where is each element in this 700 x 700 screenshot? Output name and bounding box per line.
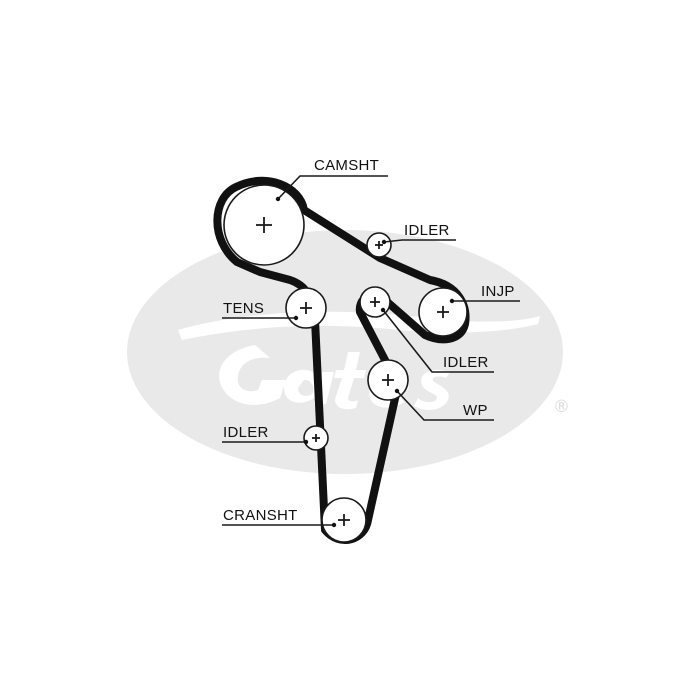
logo-letter-g [219,345,286,405]
label-camshaft: CAMSHT [314,157,379,174]
tensioner-pulley [285,287,327,329]
component-labels: CAMSHT IDLER INJP TENS IDLER WP IDLER CR… [223,157,515,524]
label-tensioner: TENS [223,300,264,317]
leader-lines [222,175,520,528]
logo-oval [127,230,563,474]
camshaft-pulley [223,184,305,266]
gates-logo-watermark: ® [127,230,570,474]
label-idler-middle: IDLER [443,354,489,371]
logo-letter-t [334,352,366,410]
idler-middle-leader [382,309,494,373]
logo-letter-s [414,369,450,410]
label-idler-top: IDLER [404,222,450,239]
crankshaft-pulley [321,497,367,543]
logo-registered-mark: ® [553,397,570,417]
label-idler-lower: IDLER [223,424,269,441]
injection-pump-pulley [418,287,468,337]
idler-top-pulley [366,232,392,258]
water-pump-leader [396,390,494,421]
label-injection-pump: INJP [481,283,515,300]
logo-swoosh [178,311,540,340]
idler-top-leader [383,239,456,243]
label-crankshaft: CRANSHT [223,507,298,524]
water-pump-pulley [367,359,409,401]
camshaft-leader [277,175,388,200]
idler-lower-pulley [303,425,329,451]
label-water-pump: WP [463,402,488,419]
